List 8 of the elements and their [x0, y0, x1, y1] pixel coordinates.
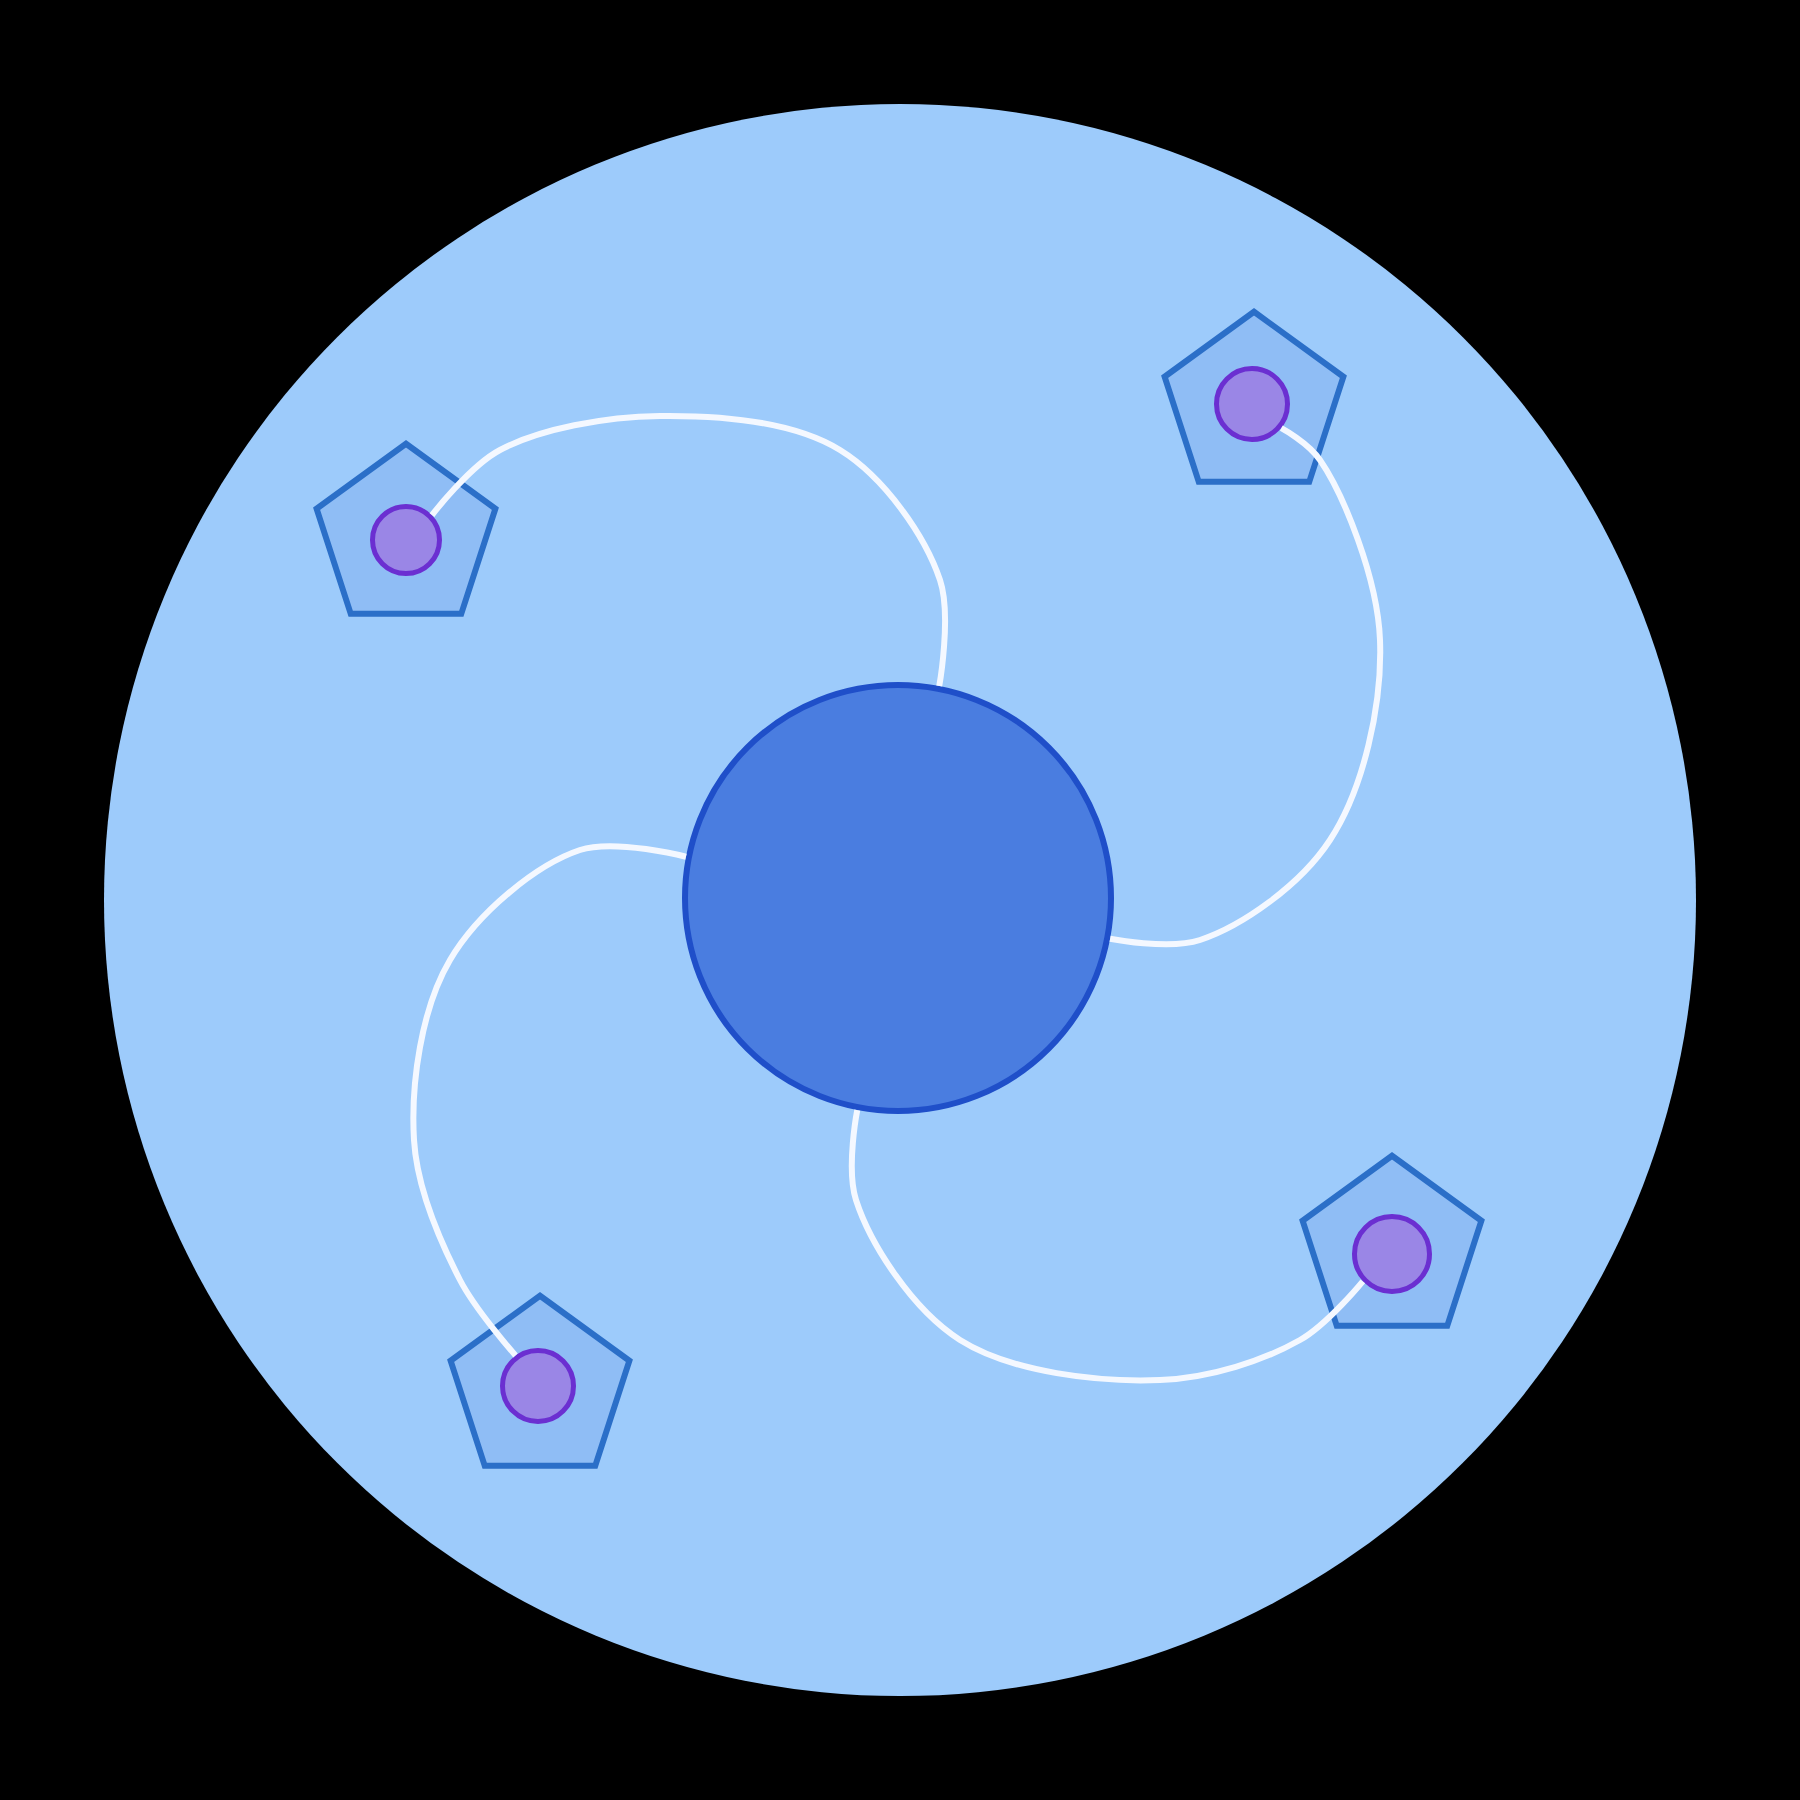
connector-curve [410, 843, 687, 1358]
connector-curve [848, 1109, 1366, 1384]
connector-curve [1109, 425, 1384, 948]
dot-circle [1352, 1214, 1432, 1294]
connector-curve [429, 413, 948, 687]
hub-circle [682, 682, 1114, 1114]
dot-circle [1214, 366, 1290, 442]
dot-circle [500, 1348, 576, 1424]
